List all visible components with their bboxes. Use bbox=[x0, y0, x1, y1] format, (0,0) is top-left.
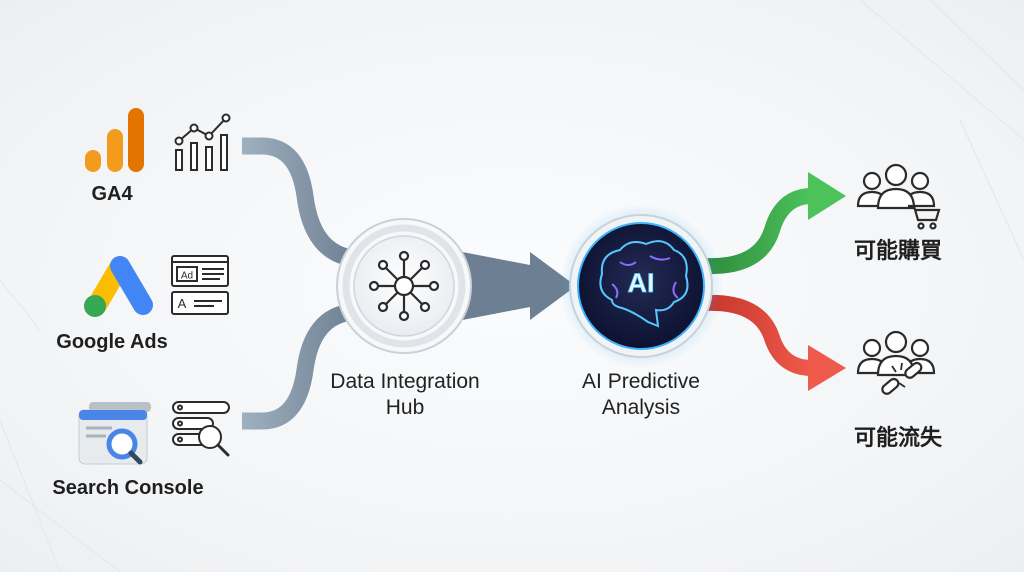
ai-badge: AI bbox=[628, 268, 655, 298]
ai-brain-icon bbox=[599, 240, 689, 328]
svg-text:Ad: Ad bbox=[181, 271, 193, 282]
search-console-connector bbox=[242, 303, 354, 430]
ad-layout-icon: Ad A bbox=[171, 255, 229, 315]
ai-label-line2: Analysis bbox=[601, 396, 681, 419]
people-broken-link-icon bbox=[856, 330, 936, 395]
purchase-arrowhead bbox=[808, 172, 846, 220]
ga4-logo bbox=[85, 108, 144, 172]
churn-arrowhead bbox=[808, 345, 846, 391]
ai-label: AI Predictive Analysis bbox=[582, 369, 700, 421]
google-ads-label: Google Ads bbox=[56, 331, 168, 353]
churn-label: 可能流失 bbox=[853, 425, 943, 450]
search-console-label: Search Console bbox=[52, 477, 204, 499]
list-search-icon bbox=[172, 401, 230, 457]
hub-label: Data Integration Hub bbox=[330, 369, 479, 421]
ga4-connector bbox=[242, 137, 354, 267]
ga4-label: GA4 bbox=[91, 183, 133, 205]
search-console-logo bbox=[78, 402, 151, 465]
svg-text:A: A bbox=[178, 296, 187, 311]
ai-label-line1: AI Predictive bbox=[582, 370, 700, 393]
network-hub-icon bbox=[368, 250, 440, 322]
purchase-arrow bbox=[705, 188, 813, 275]
hub-to-ai-arrow bbox=[452, 250, 576, 322]
outcome-arrows bbox=[705, 172, 846, 391]
purchase-label: 可能購買 bbox=[853, 238, 943, 263]
line-bar-chart-icon bbox=[174, 113, 231, 171]
source-connectors bbox=[242, 137, 354, 430]
ai-predictive-node: AI bbox=[559, 204, 723, 368]
churn-arrow bbox=[705, 294, 813, 376]
hub-label-line2: Hub bbox=[385, 396, 425, 419]
hub-label-line1: Data Integration bbox=[330, 370, 480, 393]
data-integration-hub-node bbox=[336, 218, 472, 354]
google-ads-logo bbox=[84, 256, 153, 317]
people-cart-icon bbox=[856, 163, 941, 230]
